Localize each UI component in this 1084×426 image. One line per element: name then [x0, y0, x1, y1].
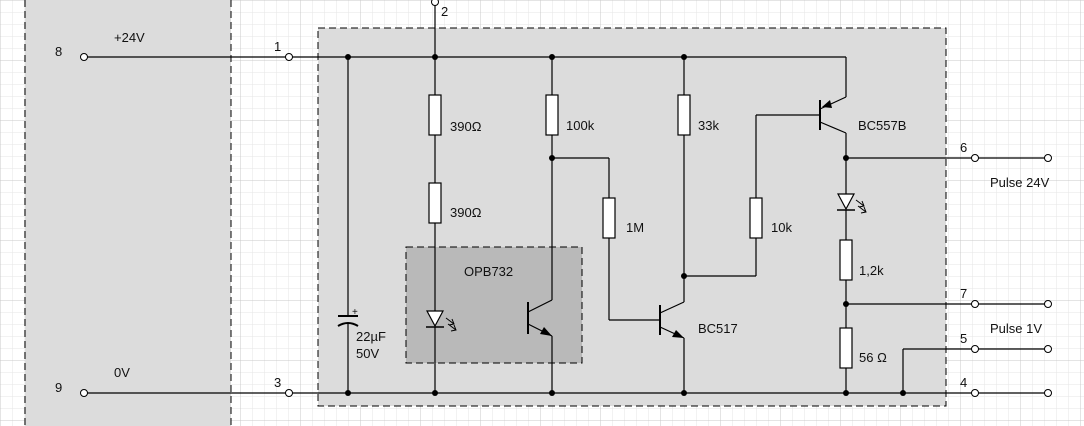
r390b-label: 390Ω [450, 205, 482, 220]
junction-dot [843, 155, 849, 161]
terminal-7-label: 7 [960, 286, 967, 301]
bc557b-emitter-arrow-icon [822, 100, 832, 108]
resistor-10k [749, 197, 763, 239]
junction-dot [900, 390, 906, 396]
terminal-6-connector[interactable] [971, 154, 979, 162]
bc557b-label: BC557B [858, 118, 906, 133]
bc517-emitter-arrow-icon [672, 330, 684, 338]
junction-dot [549, 390, 555, 396]
left-panel [25, 0, 231, 426]
opto-led-icon [426, 310, 444, 328]
rail-0v-label: 0V [114, 365, 130, 380]
terminal-1-connector[interactable] [285, 53, 293, 61]
terminal-9-connector[interactable] [80, 389, 88, 397]
terminal-5-label: 5 [960, 331, 967, 346]
junction-dot [345, 54, 351, 60]
resistor-1m [602, 197, 616, 239]
output-led-icon [837, 193, 855, 211]
terminal-9-label: 9 [55, 380, 62, 395]
output-5-end-connector[interactable] [1044, 345, 1052, 353]
pulse-1v-label: Pulse 1V [990, 321, 1042, 336]
junction-dot [432, 54, 438, 60]
junction-dot [549, 54, 555, 60]
terminal-4-connector[interactable] [971, 389, 979, 397]
junction-dot [681, 273, 687, 279]
bc517-label: BC517 [698, 321, 738, 336]
r100k-label: 100k [566, 118, 595, 133]
r56-label: 56 Ω [859, 350, 887, 365]
capacitor-plus-label: + [352, 307, 358, 318]
terminal-8-connector[interactable] [80, 53, 88, 61]
junction-dot [432, 390, 438, 396]
r33k-label: 33k [698, 118, 719, 133]
terminal-5-connector[interactable] [971, 345, 979, 353]
resistor-100k [545, 94, 559, 136]
junction-dot [681, 390, 687, 396]
resistor-33k [677, 94, 691, 136]
r1k2-label: 1,2k [859, 263, 884, 278]
optocoupler-label: OPB732 [464, 264, 513, 279]
phototransistor-emitter-arrow-icon [540, 327, 552, 336]
output-6-end-connector[interactable] [1044, 154, 1052, 162]
terminal-7-connector[interactable] [971, 300, 979, 308]
resistor-390b [428, 182, 442, 224]
output-4-end-connector[interactable] [1044, 389, 1052, 397]
terminal-6-label: 6 [960, 140, 967, 155]
r1m-label: 1M [626, 220, 644, 235]
resistor-390a [428, 94, 442, 136]
terminal-3-connector[interactable] [285, 389, 293, 397]
phototransistor-collector-leg [527, 299, 553, 313]
junction-dot [681, 54, 687, 60]
bc557b-collector-leg [819, 121, 847, 134]
resistor-1k2 [839, 239, 853, 281]
junction-dot [549, 155, 555, 161]
resistor-56 [839, 327, 853, 369]
capacitor-plate-minus [337, 322, 359, 327]
terminal-4-label: 4 [960, 375, 967, 390]
bc517-collector-leg [659, 301, 685, 314]
output-led-rays-icon [855, 199, 867, 214]
capacitor-value-label: 22µF [356, 329, 386, 344]
junction-dot [843, 390, 849, 396]
opto-led-rays-icon [445, 317, 457, 332]
terminal-2-label: 2 [441, 4, 448, 19]
junction-dot [345, 390, 351, 396]
r10k-label: 10k [771, 220, 792, 235]
capacitor-voltage-label: 50V [356, 346, 379, 361]
rail-24v-label: +24V [114, 30, 145, 45]
terminal-3-label: 3 [274, 375, 281, 390]
terminal-8-label: 8 [55, 44, 62, 59]
pulse-24v-label: Pulse 24V [990, 175, 1050, 190]
terminal-2-connector[interactable] [431, 0, 439, 6]
junction-dot [843, 301, 849, 307]
r390a-label: 390Ω [450, 119, 482, 134]
terminal-1-label: 1 [274, 39, 281, 54]
output-7-end-connector[interactable] [1044, 300, 1052, 308]
